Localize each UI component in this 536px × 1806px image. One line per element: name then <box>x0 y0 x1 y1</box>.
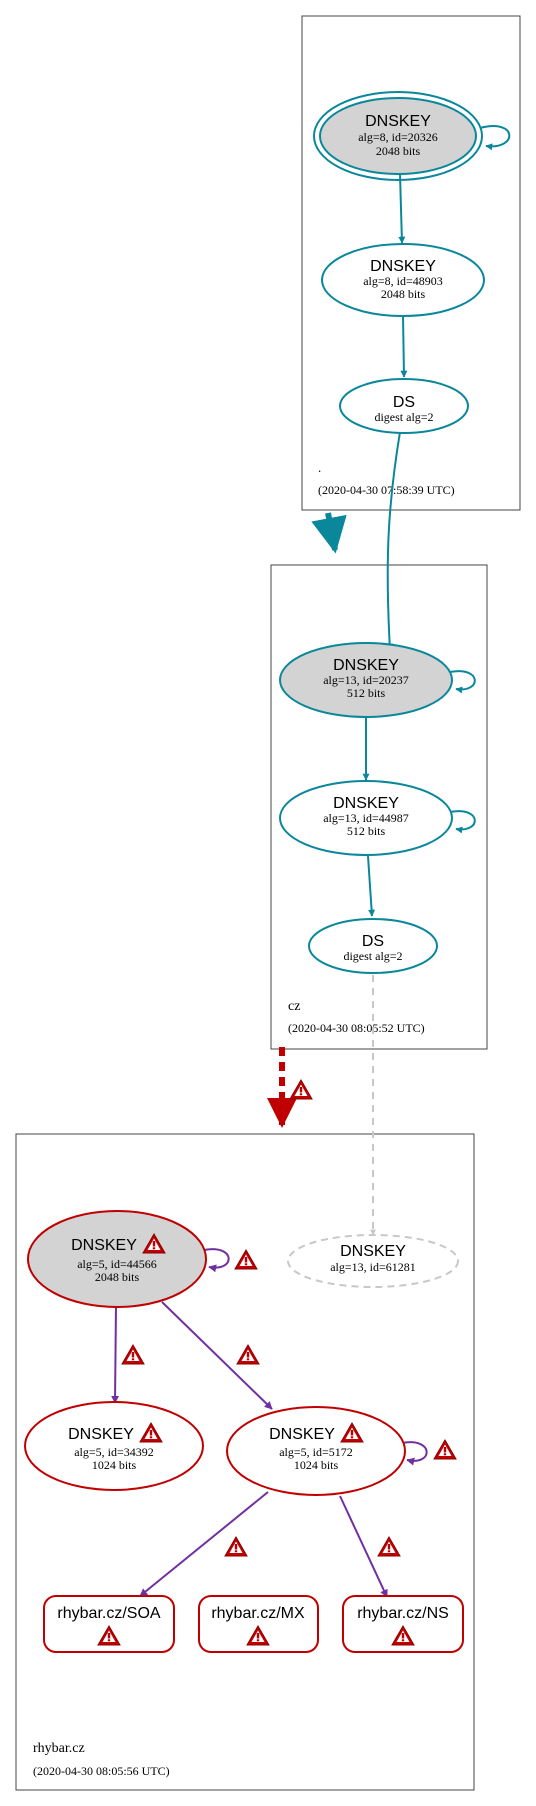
node-cz-ksk[interactable]: DNSKEY alg=13, id=20237 512 bits <box>279 642 453 718</box>
node-cz-zsk-title: DNSKEY <box>333 795 399 812</box>
node-rh-missing-key-line1: alg=13, id=61281 <box>330 1260 416 1274</box>
edges-root <box>311 125 511 651</box>
node-cz-ds-title: DS <box>362 933 384 950</box>
edges-rhybar <box>111 1248 428 1598</box>
node-rr-ns[interactable]: rhybar.cz/NS <box>342 1595 464 1653</box>
node-root-zsk-title: DNSKEY <box>370 258 436 275</box>
node-cz-zsk-line2: 512 bits <box>347 824 386 838</box>
node-rh-zsk-line1: alg=5, id=5172 <box>279 1445 353 1459</box>
node-rr-mx[interactable]: rhybar.cz/MX <box>198 1595 319 1653</box>
node-root-ds-title: DS <box>393 394 415 411</box>
node-rh-zsk[interactable]: DNSKEY alg=5, id=5172 1024 bits <box>226 1406 406 1496</box>
node-rh-zsk-line2: 1024 bits <box>294 1458 339 1472</box>
edge-root-ds-to-cz-ksk <box>386 431 401 651</box>
node-rh-missing-key-title: DNSKEY <box>340 1243 406 1260</box>
node-rh-ksk-line1: alg=5, id=44566 <box>77 1257 157 1271</box>
node-cz-ds[interactable]: DS digest alg=2 <box>308 918 438 974</box>
zone-root: . (2020-04-30 07:58:39 UTC) <box>301 15 521 511</box>
node-rh-zsk-title: DNSKEY <box>269 1426 335 1443</box>
zone-cz-timestamp: (2020-04-30 08:05:52 UTC) <box>288 1021 425 1035</box>
edge-root-delegation-to-cz <box>311 512 347 554</box>
node-rh-missing-key[interactable]: DNSKEY alg=13, id=61281 <box>287 1234 459 1288</box>
zone-rhybar-timestamp: (2020-04-30 08:05:56 UTC) <box>33 1764 170 1778</box>
node-rh-ksk-line2: 2048 bits <box>95 1270 140 1284</box>
node-rr-soa[interactable]: rhybar.cz/SOA <box>43 1595 175 1653</box>
node-root-ksk-line1: alg=8, id=20326 <box>358 130 438 144</box>
node-cz-ds-line1: digest alg=2 <box>343 949 402 963</box>
edge-root-ksk-to-zsk <box>398 173 406 244</box>
node-root-ksk-title: DNSKEY <box>365 113 431 130</box>
edge-rh-ksk-to-key2 <box>111 1304 120 1404</box>
edge-rh-ksk-to-zsk <box>161 1301 273 1410</box>
node-rr-mx-title: rhybar.cz/MX <box>211 1605 305 1622</box>
node-rr-soa-title: rhybar.cz/SOA <box>57 1605 160 1622</box>
node-root-zsk-line1: alg=8, id=48903 <box>363 274 443 288</box>
node-rh-ksk-title: DNSKEY <box>71 1237 137 1254</box>
node-rh-key2-line2: 1024 bits <box>92 1458 137 1472</box>
edges-cz <box>267 670 476 1236</box>
node-root-zsk[interactable]: DNSKEY alg=8, id=48903 2048 bits <box>321 243 485 317</box>
warning-triangle-icon <box>377 1536 401 1557</box>
zone-root-timestamp: (2020-04-30 07:58:39 UTC) <box>318 483 455 497</box>
node-rh-key2-title: DNSKEY <box>68 1426 134 1443</box>
warning-triangle-icon <box>289 1079 313 1100</box>
warning-triangle-icon <box>433 1439 457 1460</box>
edge-rh-zsk-self <box>401 1441 428 1466</box>
node-rh-ksk[interactable]: DNSKEY alg=5, id=44566 2048 bits <box>27 1210 207 1308</box>
node-cz-zsk[interactable]: DNSKEY alg=13, id=44987 512 bits <box>279 780 453 856</box>
edge-root-ksk-self <box>479 125 511 151</box>
zone-cz-name: cz <box>288 999 300 1014</box>
node-rh-key2-line1: alg=5, id=34392 <box>74 1445 154 1459</box>
zone-root-name: . <box>318 460 321 475</box>
edge-rh-ksk-self <box>203 1248 230 1273</box>
edge-cz-zsk-self <box>449 810 476 834</box>
node-rr-ns-title: rhybar.cz/NS <box>357 1605 449 1622</box>
warning-triangle-icon <box>236 1344 260 1365</box>
edge-rh-zsk-to-soa <box>139 1491 269 1597</box>
node-root-ds-line1: digest alg=2 <box>374 410 433 424</box>
zone-rhybar: rhybar.cz (2020-04-30 08:05:56 UTC) <box>15 1133 475 1791</box>
zone-rhybar-name: rhybar.cz <box>33 1741 85 1756</box>
edge-root-zsk-to-ds <box>400 314 408 378</box>
node-cz-ksk-title: DNSKEY <box>333 657 399 674</box>
warning-triangle-icon <box>234 1249 258 1270</box>
node-cz-zsk-line1: alg=13, id=44987 <box>323 811 409 825</box>
node-root-ksk[interactable]: DNSKEY alg=8, id=20326 2048 bits <box>313 91 483 181</box>
node-root-ksk-line2: 2048 bits <box>376 144 421 158</box>
edge-cz-ksk-self <box>449 670 476 694</box>
warning-triangle-icon <box>121 1344 145 1365</box>
node-root-ds[interactable]: DS digest alg=2 <box>339 378 469 434</box>
edge-cz-zsk-to-ds <box>367 855 376 917</box>
node-rh-key2[interactable]: DNSKEY alg=5, id=34392 1024 bits <box>24 1401 204 1491</box>
node-cz-ksk-line2: 512 bits <box>347 686 386 700</box>
node-cz-ksk-line1: alg=13, id=20237 <box>323 673 409 687</box>
warning-triangle-icon <box>224 1536 248 1557</box>
zone-cz: cz (2020-04-30 08:05:52 UTC) <box>270 564 488 1050</box>
edge-rh-zsk-to-ns <box>339 1495 388 1598</box>
node-root-zsk-line2: 2048 bits <box>381 287 426 301</box>
